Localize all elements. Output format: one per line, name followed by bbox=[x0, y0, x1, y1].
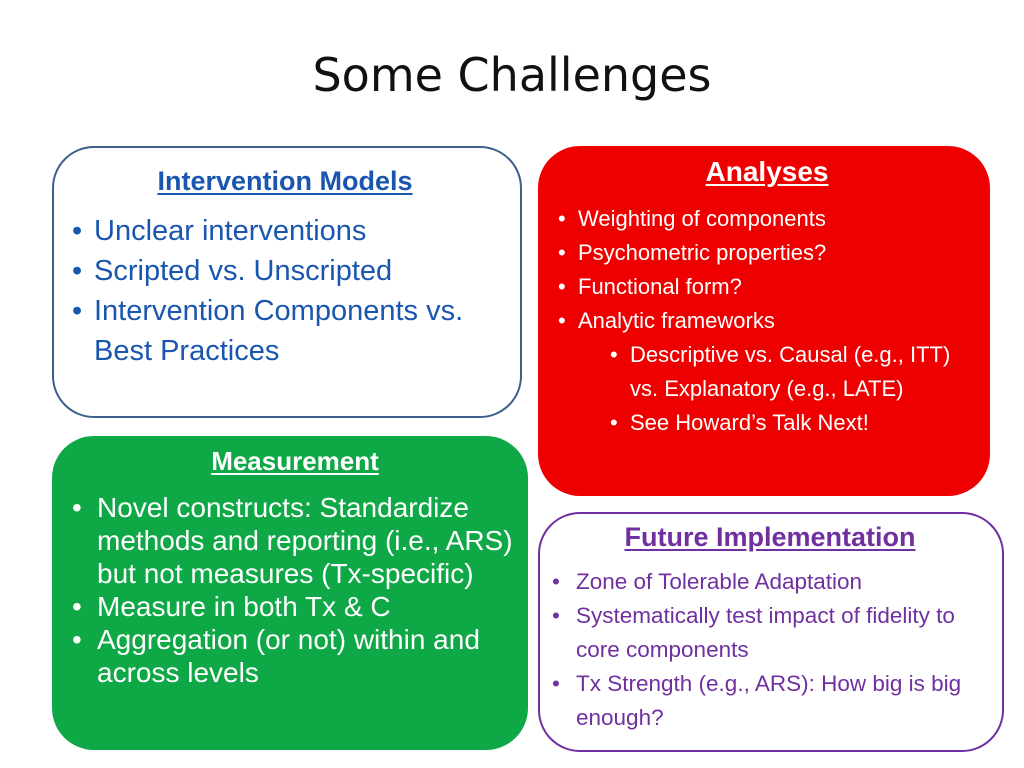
bullet-icon: • bbox=[558, 240, 566, 265]
sub-list-item: •Descriptive vs. Causal (e.g., ITT) vs. … bbox=[558, 338, 976, 406]
list-item: •Psychometric properties? bbox=[558, 236, 976, 270]
future-implementation-box: Future Implementation •Zone of Tolerable… bbox=[538, 512, 1004, 752]
analyses-box: Analyses •Weighting of components •Psych… bbox=[538, 146, 990, 496]
bullet-icon: • bbox=[72, 215, 83, 247]
list-item: •Weighting of components bbox=[558, 202, 976, 236]
list-item: •Tx Strength (e.g., ARS): How big is big… bbox=[548, 667, 992, 735]
list-item: •Intervention Components vs. Best Practi… bbox=[64, 291, 506, 371]
list-item: •Functional form? bbox=[558, 270, 976, 304]
measurement-box: Measurement •Novel constructs: Standardi… bbox=[52, 436, 528, 750]
bullet-icon: • bbox=[72, 591, 82, 622]
list-item: •Analytic frameworks bbox=[558, 304, 976, 338]
list-item: •Scripted vs. Unscripted bbox=[64, 251, 506, 291]
list-item: •Zone of Tolerable Adaptation bbox=[548, 565, 992, 599]
bullet-icon: • bbox=[610, 342, 618, 367]
bullet-icon: • bbox=[552, 603, 560, 628]
future-implementation-list: •Zone of Tolerable Adaptation •Systemati… bbox=[548, 565, 992, 735]
bullet-icon: • bbox=[552, 671, 560, 696]
bullet-icon: • bbox=[72, 295, 83, 327]
bullet-icon: • bbox=[72, 492, 82, 523]
bullet-icon: • bbox=[72, 624, 82, 655]
intervention-models-box: Intervention Models •Unclear interventio… bbox=[52, 146, 522, 418]
analyses-heading: Analyses bbox=[705, 156, 829, 187]
list-item: •Aggregation (or not) within and across … bbox=[72, 624, 480, 688]
measurement-list: •Novel constructs: Standardize methods a… bbox=[72, 491, 518, 689]
measurement-heading: Measurement bbox=[211, 446, 379, 476]
list-item: •Unclear interventions bbox=[64, 211, 506, 251]
bullet-icon: • bbox=[610, 410, 618, 435]
list-item: •Systematically test impact of fidelity … bbox=[548, 599, 992, 667]
bullet-icon: • bbox=[558, 308, 566, 333]
future-implementation-heading: Future Implementation bbox=[624, 522, 916, 552]
bullet-icon: • bbox=[552, 569, 560, 594]
bullet-icon: • bbox=[558, 274, 566, 299]
intervention-models-heading: Intervention Models bbox=[157, 166, 413, 196]
intervention-models-list: •Unclear interventions •Scripted vs. Uns… bbox=[64, 211, 506, 371]
analyses-list: •Weighting of components •Psychometric p… bbox=[558, 202, 976, 440]
list-item: •Measure in both Tx & C bbox=[72, 591, 391, 622]
slide-title: Some Challenges bbox=[312, 48, 712, 102]
sub-list-item: •See Howard’s Talk Next! bbox=[558, 406, 976, 440]
bullet-icon: • bbox=[558, 206, 566, 231]
list-item: •Novel constructs: Standardize methods a… bbox=[72, 492, 513, 589]
bullet-icon: • bbox=[72, 255, 83, 287]
